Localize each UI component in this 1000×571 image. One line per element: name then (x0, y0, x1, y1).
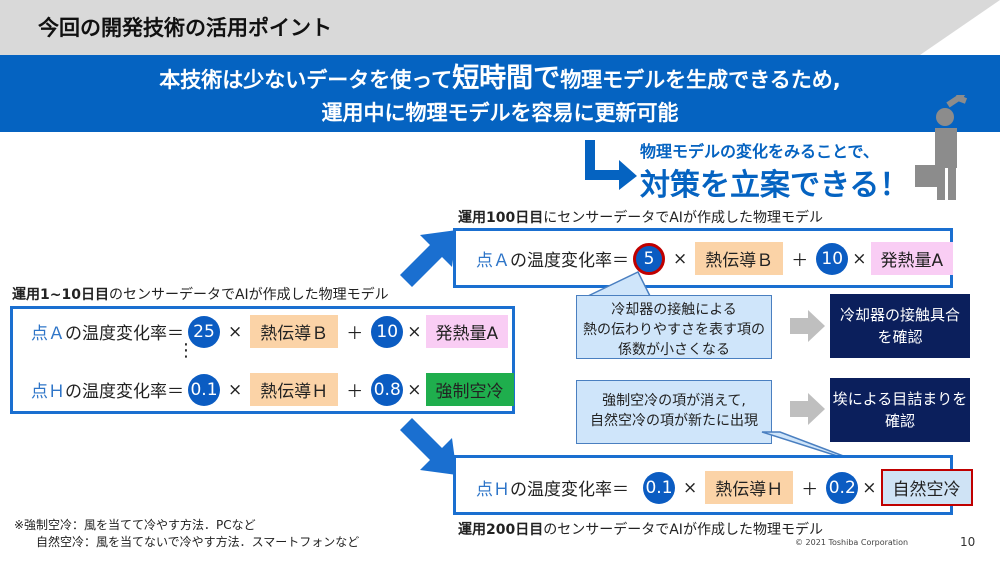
copyright: © 2021 Toshiba Corporation (795, 538, 909, 547)
header-bar (0, 0, 1000, 55)
bent-arrow-icon (585, 140, 637, 190)
coefficient-badge: 0.8 (371, 373, 404, 406)
page-number: 10 (960, 535, 976, 549)
banner-text: 本技術は少ないデータを使って (159, 68, 453, 92)
coefficient-badge: 10 (816, 242, 849, 275)
ellipsis-dots: ⋮ (177, 340, 195, 361)
term-heat-conduction: 熱伝導Ｈ (250, 373, 339, 406)
coefficient-badge: 0.2 (826, 471, 859, 504)
banner-line2: 運用中に物理モデルを容易に更新可能 (321, 101, 679, 125)
slide-title: 今回の開発技術の活用ポイント (38, 16, 332, 40)
callout-coefficient-decrease: 冷却器の接触による熱の伝わりやすさを表す項の係数が小さくなる (576, 295, 772, 359)
footnote-natural-cooling: 自然空冷：風を当てないで冷やす方法．スマートフォンなど (36, 535, 360, 549)
worker-with-wrench-icon (915, 95, 968, 200)
term-forced-cooling: 強制空冷 (425, 373, 514, 406)
arrow-right-icon (790, 393, 825, 425)
term-heat-generation: 発熱量A (425, 315, 509, 348)
term-heat-generation: 発熱量A (870, 242, 954, 275)
day100-model-label: 運用100日目にセンサーデータでAIが作成した物理モデル (458, 210, 823, 226)
term-heat-conduction: 熱伝導Ｈ (705, 471, 794, 504)
banner-text: 物理モデルを生成できるため, (560, 68, 841, 92)
callout-term-change: 強制空冷の項が消えて,自然空冷の項が新たに出現 (576, 380, 772, 444)
key-message-banner: 本技術は少ないデータを使って短時間で物理モデルを生成できるため, 運用中に物理モ… (0, 55, 1000, 132)
arrow-down-right-icon (400, 418, 457, 475)
term-heat-conduction: 熱伝導Ｂ (250, 315, 339, 348)
changed-coefficient-badge: 5 (633, 242, 665, 275)
coefficient-badge: 0.1 (188, 373, 220, 406)
conclusion-main: 対策を立案できる！ (640, 168, 910, 203)
arrow-up-right-icon (400, 230, 457, 287)
action-check-dust-clogging: 埃による目詰まりを確認 (830, 378, 970, 442)
coefficient-badge: 25 (188, 315, 220, 348)
coefficient-badge: 0.1 (643, 471, 675, 504)
initial-model-label: 運用1~10日目のセンサーデータでAIが作成した物理モデル (12, 287, 389, 303)
day200-model-label: 運用200日目のセンサーデータでAIが作成した物理モデル (458, 522, 823, 538)
action-check-cooler-contact: 冷却器の接触具合を確認 (830, 294, 970, 358)
conclusion-sub: 物理モデルの変化をみることで、 (640, 142, 879, 161)
arrow-right-icon (790, 310, 825, 342)
coefficient-badge: 10 (371, 315, 404, 348)
footnote-forced-cooling: ※強制空冷：風を当てて冷やす方法．PCなど (14, 518, 256, 532)
banner-emphasis: 短時間で (452, 63, 561, 94)
term-natural-cooling: 自然空冷 (880, 469, 973, 506)
term-heat-conduction: 熱伝導Ｂ (695, 242, 784, 275)
